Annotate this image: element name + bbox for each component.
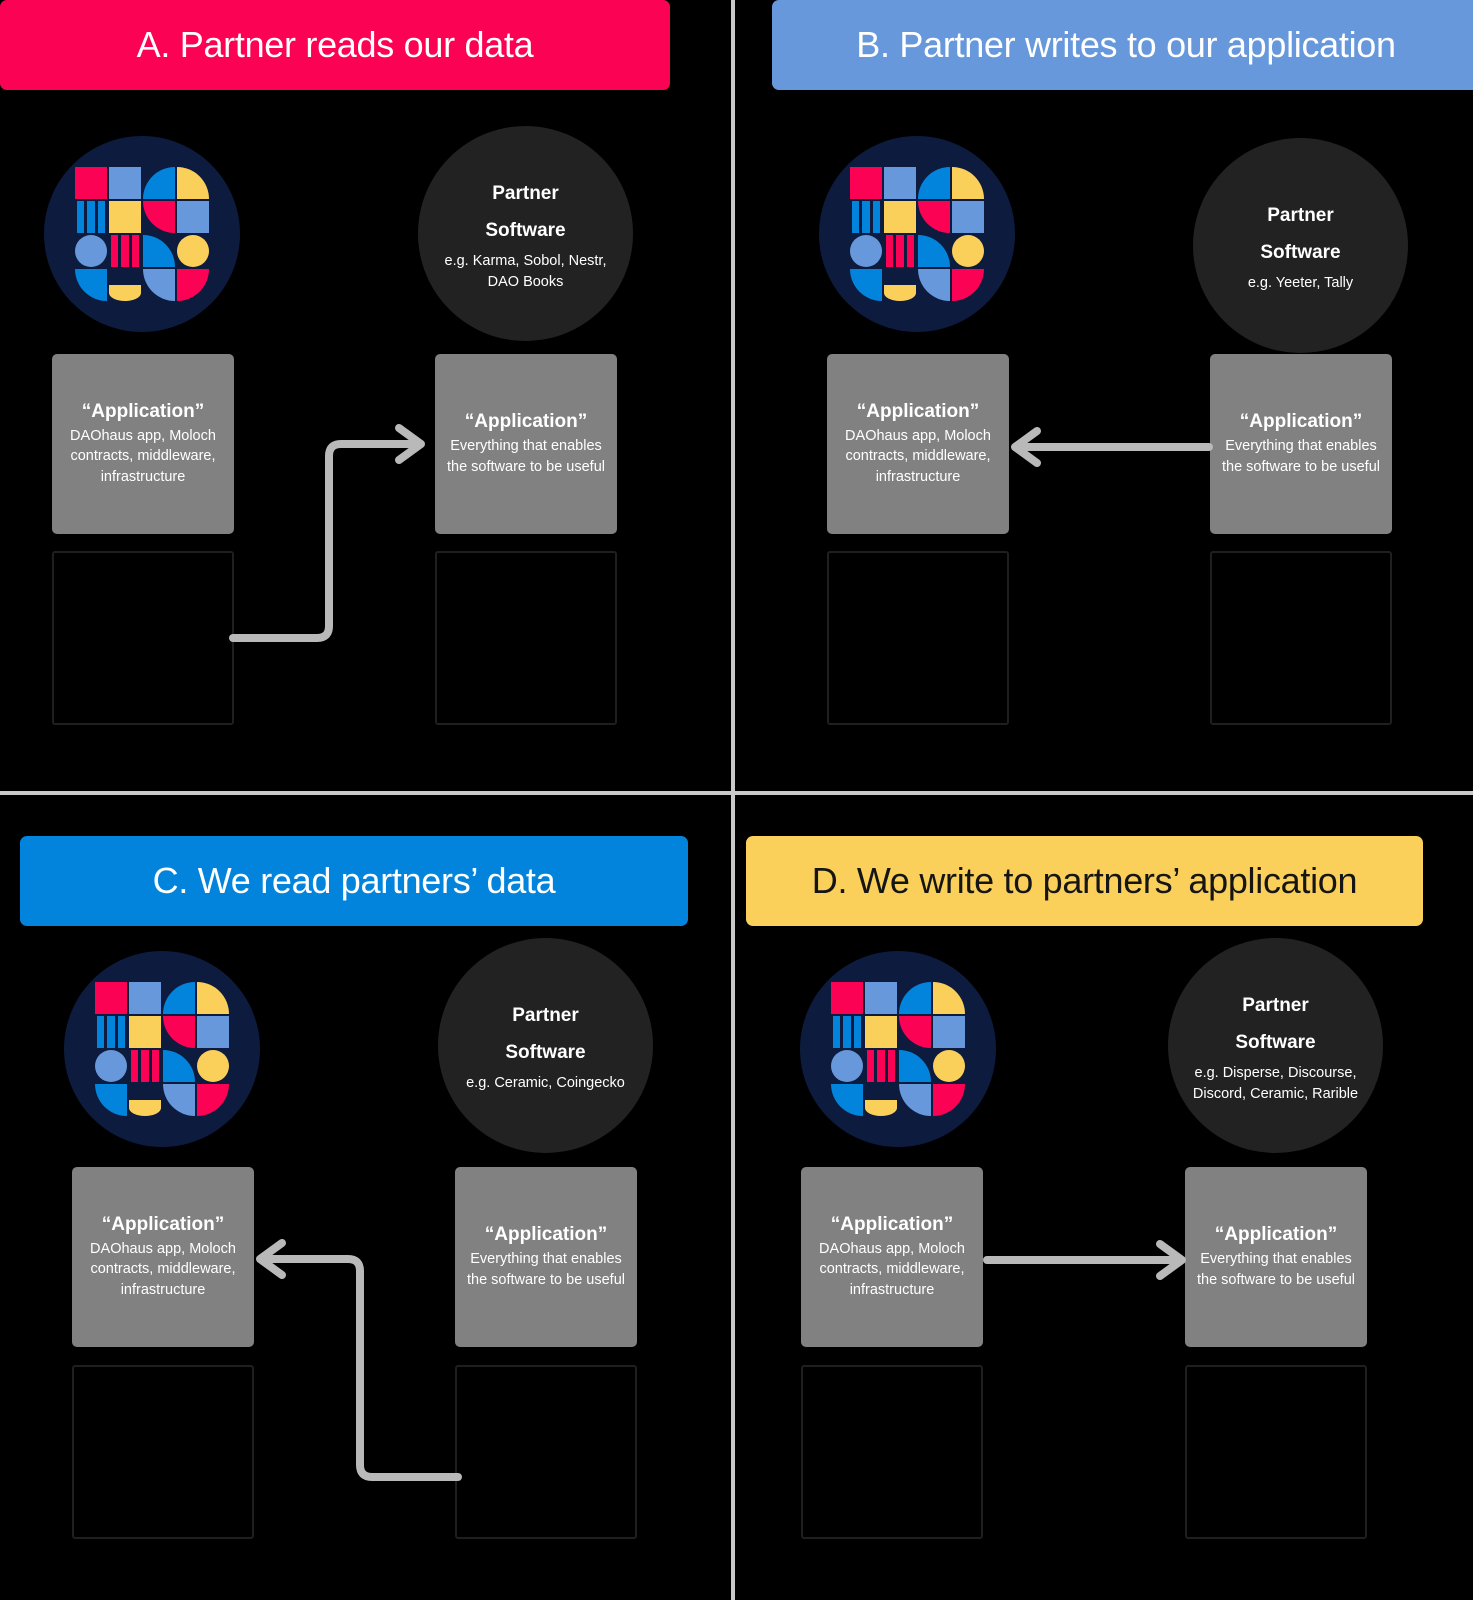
flow-arrow-b bbox=[1011, 427, 1213, 467]
application-card-title: “Application” bbox=[1239, 410, 1363, 432]
quadrant-a: A. Partner reads our data bbox=[0, 0, 731, 791]
partner-software-circle-d: Partner Software e.g. Disperse, Discours… bbox=[1168, 938, 1383, 1153]
application-card-title: “Application” bbox=[81, 400, 205, 422]
application-card-subtitle: DAOhaus app, Moloch contracts, middlewar… bbox=[845, 427, 991, 485]
application-card-right-d: “Application” Everything that enables th… bbox=[1185, 1167, 1367, 1347]
application-card-title: “Application” bbox=[856, 400, 980, 422]
application-card-title: “Application” bbox=[830, 1213, 954, 1235]
application-card-title: “Application” bbox=[1214, 1223, 1338, 1245]
black-box-right-b bbox=[1210, 551, 1392, 725]
application-card-right-a: “Application” Everything that enables th… bbox=[435, 354, 617, 534]
partner-title-line2: Software bbox=[505, 1042, 586, 1064]
partner-title-line2: Software bbox=[1235, 1031, 1316, 1053]
partner-software-circle-c: Partner Software e.g. Ceramic, Coingecko bbox=[438, 938, 653, 1153]
black-box-right-a bbox=[435, 551, 617, 725]
black-box-left-a bbox=[52, 551, 234, 725]
partner-examples: e.g. Ceramic, Coingecko bbox=[466, 1075, 625, 1092]
flow-arrow-d bbox=[983, 1240, 1186, 1280]
black-box-left-d bbox=[801, 1365, 983, 1539]
application-card-title: “Application” bbox=[464, 410, 588, 432]
application-card-left-b: “Application” DAOhaus app, Moloch contra… bbox=[827, 354, 1009, 534]
quadrant-c-header: C. We read partners’ data bbox=[20, 836, 688, 926]
application-card-subtitle: Everything that enables the software to … bbox=[467, 1250, 625, 1288]
partner-title-line2: Software bbox=[485, 219, 566, 241]
daohaus-logo-icon bbox=[64, 951, 260, 1147]
partner-title-line1: Partner bbox=[1242, 994, 1309, 1016]
daohaus-logo-icon bbox=[800, 951, 996, 1147]
black-box-left-c bbox=[72, 1365, 254, 1539]
partner-title-line1: Partner bbox=[492, 182, 559, 204]
application-card-subtitle: Everything that enables the software to … bbox=[1222, 437, 1380, 475]
partner-examples: e.g. Karma, Sobol, Nestr, DAO Books bbox=[444, 252, 607, 290]
quadrant-a-header: A. Partner reads our data bbox=[0, 0, 670, 90]
application-card-subtitle: DAOhaus app, Moloch contracts, middlewar… bbox=[90, 1240, 236, 1298]
flow-arrow-a bbox=[229, 424, 425, 642]
partner-title-line2: Software bbox=[1260, 242, 1341, 264]
black-box-left-b bbox=[827, 551, 1009, 725]
application-card-left-c: “Application” DAOhaus app, Moloch contra… bbox=[72, 1167, 254, 1347]
application-card-left-a: “Application” DAOhaus app, Moloch contra… bbox=[52, 354, 234, 534]
application-card-subtitle: DAOhaus app, Moloch contracts, middlewar… bbox=[70, 427, 216, 485]
flow-arrow-c bbox=[256, 1239, 462, 1481]
daohaus-logo-icon bbox=[819, 136, 1015, 332]
horizontal-divider bbox=[0, 791, 1473, 795]
partner-examples: e.g. Disperse, Discourse, Discord, Ceram… bbox=[1192, 1064, 1359, 1102]
application-card-title: “Application” bbox=[101, 1213, 225, 1235]
quadrant-d: D. We write to partners’ application bbox=[735, 795, 1473, 1600]
quadrant-b: B. Partner writes to our application bbox=[735, 0, 1473, 791]
application-card-subtitle: Everything that enables the software to … bbox=[1197, 1250, 1355, 1288]
partner-title-line1: Partner bbox=[1267, 205, 1334, 227]
quadrant-c: C. We read partners’ data bbox=[0, 795, 731, 1600]
partner-title-line1: Partner bbox=[512, 1005, 579, 1027]
application-card-title: “Application” bbox=[484, 1223, 608, 1245]
partner-examples: e.g. Yeeter, Tally bbox=[1247, 275, 1354, 292]
application-card-right-b: “Application” Everything that enables th… bbox=[1210, 354, 1392, 534]
quadrant-d-header: D. We write to partners’ application bbox=[746, 836, 1423, 926]
vertical-divider bbox=[731, 0, 735, 1600]
application-card-left-d: “Application” DAOhaus app, Moloch contra… bbox=[801, 1167, 983, 1347]
daohaus-logo-icon bbox=[44, 136, 240, 332]
application-card-subtitle: Everything that enables the software to … bbox=[447, 437, 605, 475]
application-card-subtitle: DAOhaus app, Moloch contracts, middlewar… bbox=[819, 1240, 965, 1298]
partner-software-circle-b: Partner Software e.g. Yeeter, Tally bbox=[1193, 138, 1408, 353]
black-box-right-d bbox=[1185, 1365, 1367, 1539]
partner-software-circle-a: Partner Software e.g. Karma, Sobol, Nest… bbox=[418, 126, 633, 341]
black-box-right-c bbox=[455, 1365, 637, 1539]
application-card-right-c: “Application” Everything that enables th… bbox=[455, 1167, 637, 1347]
quadrant-b-header: B. Partner writes to our application bbox=[772, 0, 1473, 90]
